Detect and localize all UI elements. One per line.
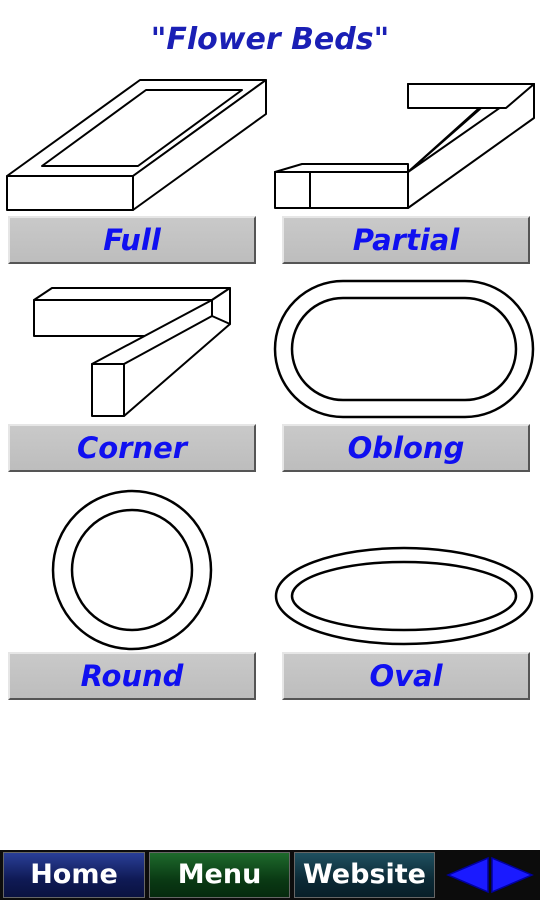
round-bed-button[interactable]: Round	[8, 652, 256, 700]
corner-bed-icon[interactable]	[30, 284, 234, 418]
corner-bed-button[interactable]: Corner	[8, 424, 256, 472]
right-arrow-icon[interactable]	[490, 856, 534, 894]
home-button[interactable]: Home	[3, 852, 145, 898]
full-bed-icon[interactable]	[4, 76, 270, 214]
partial-bed-button[interactable]: Partial	[282, 216, 530, 264]
left-arrow-icon[interactable]	[446, 856, 490, 894]
round-bed-icon[interactable]	[50, 488, 214, 652]
oval-bed-button[interactable]: Oval	[282, 652, 530, 700]
oblong-bed-icon[interactable]	[272, 278, 536, 420]
page-title: "Flower Beds"	[150, 22, 390, 57]
bottom-nav-bar: Home Menu Website	[0, 850, 540, 900]
oval-bed-icon[interactable]	[272, 544, 536, 648]
full-bed-button[interactable]: Full	[8, 216, 256, 264]
oblong-bed-button[interactable]: Oblong	[282, 424, 530, 472]
website-button[interactable]: Website	[294, 852, 435, 898]
menu-button[interactable]: Menu	[149, 852, 290, 898]
partial-bed-icon[interactable]	[272, 76, 538, 214]
